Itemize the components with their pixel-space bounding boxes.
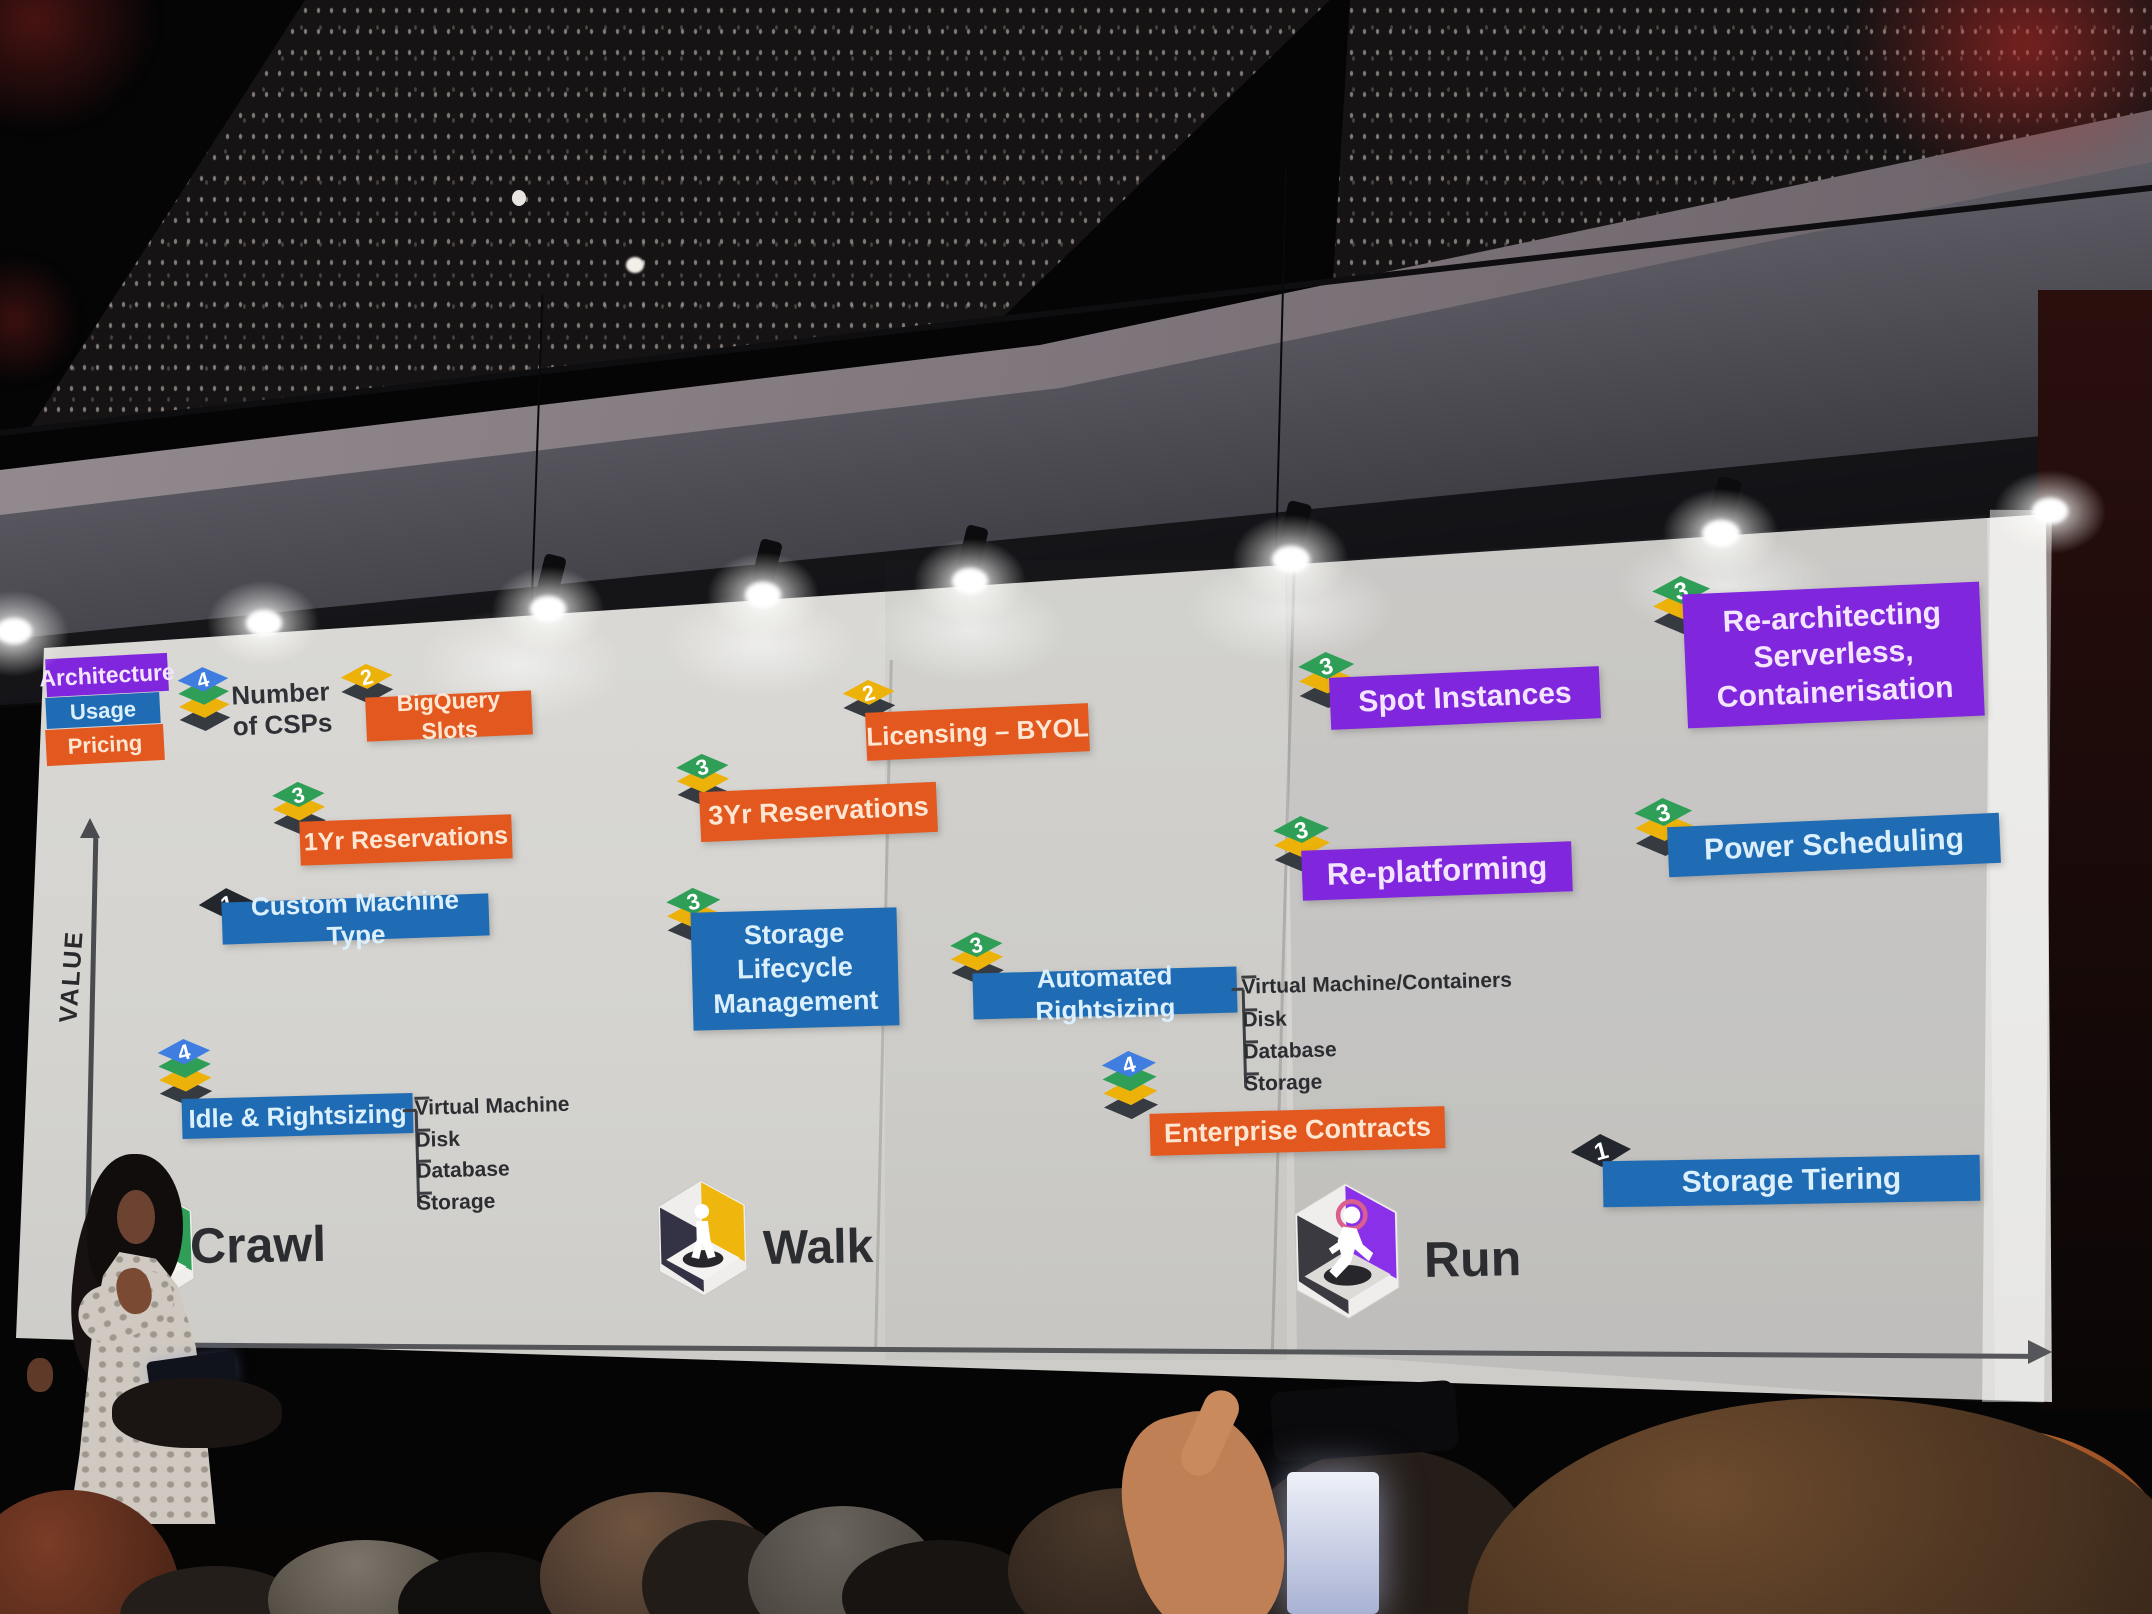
walk-hexagon-icon [657,1179,748,1297]
idle-rightsizing-icon: 4 [157,1039,213,1106]
1yr-reservations-label: 1Yr Reservations [303,821,509,857]
number-of-csps-label: Number of CSPs [230,676,333,742]
idle-rightsizing-label: Idle & Rightsizing [188,1097,407,1134]
licensing-byol-icon: 2 [842,679,896,720]
storage-lifecycle-management-box: Storage Lifecycle Management [690,907,900,1031]
svg-text:3: 3 [684,888,703,915]
legend-usage-label: Usage [69,695,137,725]
stage-light-bulb [1272,546,1310,573]
walk-label: Walk [762,1220,874,1275]
presenter-face [117,1190,155,1244]
y-axis-arrowhead [80,818,100,838]
presenter-hand [27,1358,53,1392]
stage-light-bulb [1702,520,1740,547]
enterprise-contracts-label: Enterprise Contracts [1163,1111,1432,1149]
bigquery-slots-label: BigQuery Slots [396,686,501,745]
number-of-csps-icon: 4 [177,667,231,731]
svg-text:1: 1 [1591,1137,1611,1167]
stage-light-bulb [2032,498,2068,524]
enterprise-contracts-icon: 4 [1101,1050,1159,1120]
ceiling-downlight [512,190,526,206]
screen-right-margin [1982,509,2052,1403]
stage-light-bulb [530,596,566,622]
stage-light-bulb [745,582,781,608]
custom-machine-type-label: Custom Machine Type [250,883,460,952]
3yr-reservations-label: 3Yr Reservations [707,791,930,831]
automated-rightsizing-icon: 3 [950,931,1004,985]
automated-rightsizing-label: Automated Rightsizing [1035,959,1176,1026]
licensing-byol-box: Licensing – BYOL [865,703,1090,761]
re-architecting-box: Re-architecting Serverless, Containerisa… [1682,581,1985,729]
legend-pricing-label: Pricing [67,730,143,759]
idle-rightsizing-box: Idle & Rightsizing [181,1092,414,1140]
stage-light-bulb [0,618,32,644]
1yr-reservations-box: 1Yr Reservations [299,814,513,866]
audience-phone-screen [1287,1472,1379,1614]
audience-head-large [1468,1398,2152,1614]
spot-instances-label: Spot Instances [1357,676,1573,719]
stage-light-bulb [246,610,282,636]
idle-rightsizing-tree: Virtual Machine Disk Database Storage [402,1091,637,1227]
bigquery-slots-icon: 2 [340,663,394,704]
3yr-reservations-box: 3Yr Reservations [699,781,938,843]
storage-lifecycle-management-label: Storage Lifecycle Management [712,918,879,1020]
re-architecting-label: Re-architecting Serverless, Containerisa… [1716,596,1955,714]
bigquery-slots-box: BigQuery Slots [365,686,533,744]
stage-light-bulb [952,568,988,594]
storage-tiering-label: Storage Tiering [1681,1162,1902,1200]
re-platforming-box: Re-platforming [1301,841,1573,901]
storage-tiering-box: Storage Tiering [1602,1154,1981,1208]
ceiling-downlight [626,257,644,273]
automated-rightsizing-box: Automated Rightsizing [972,960,1238,1026]
automated-rightsizing-tree: Virtual Machine/Containers Disk Database… [1231,968,1524,1110]
legend-pricing: Pricing [45,723,165,767]
3yr-reservations-icon: 3 [676,753,730,807]
red-glow-top-left [0,0,200,170]
custom-machine-type-box: Custom Machine Type [221,884,490,951]
audience-camera [1269,1379,1460,1463]
licensing-byol-label: Licensing – BYOL [865,711,1090,752]
storage-tiering-icon: 1 [1570,1134,1631,1168]
audience-hands [112,1378,282,1448]
re-platforming-label: Re-platforming [1326,848,1548,892]
x-axis-arrowhead [2028,1340,2052,1364]
run-label: Run [1423,1230,1522,1288]
enterprise-contracts-box: Enterprise Contracts [1149,1106,1446,1156]
legend-usage: Usage [45,692,161,729]
power-scheduling-label: Power Scheduling [1703,822,1965,867]
run-hexagon-icon [1294,1182,1400,1320]
